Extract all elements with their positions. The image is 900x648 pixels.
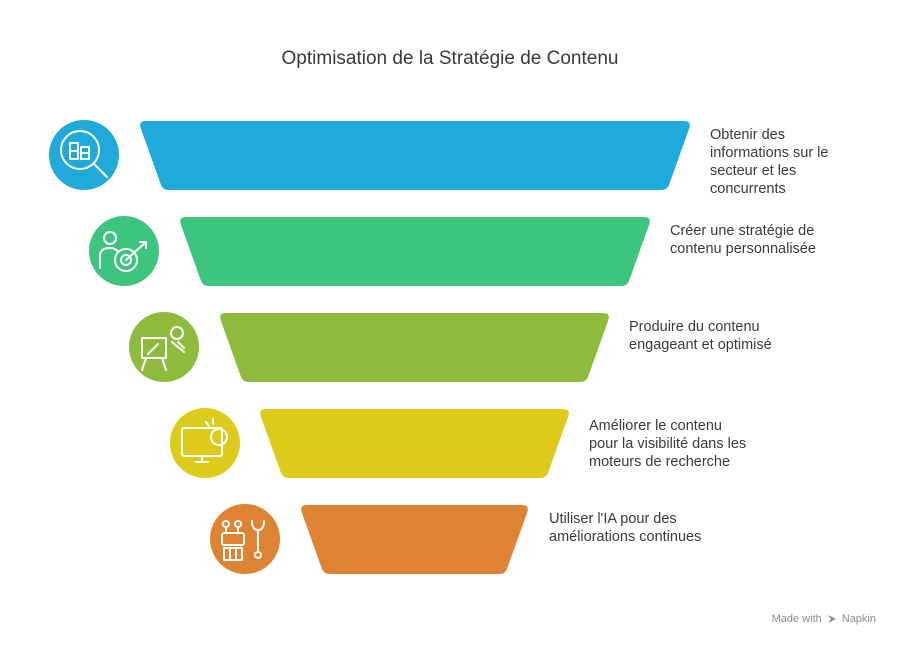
napkin-logo-icon <box>827 615 836 623</box>
stage-5-description: Utiliser l'IA pour des améliorations con… <box>549 511 702 545</box>
watermark-brand: Napkin <box>841 613 876 625</box>
stage-1-description: Obtenir des informations sur le secteur … <box>710 127 829 197</box>
strategy-target-icon <box>89 216 159 286</box>
funnel-band-4 <box>260 409 569 478</box>
funnel-band-5 <box>301 505 528 574</box>
ai-robot-icon <box>210 504 280 574</box>
seo-monitor-icon <box>170 408 240 478</box>
funnel-band-2 <box>180 217 650 286</box>
funnel-band-3 <box>220 313 609 382</box>
funnel-band-1 <box>140 121 690 190</box>
watermark-prefix: Made with <box>771 613 822 625</box>
stage-3-description: Produire du contenu engageant et optimis… <box>629 319 772 353</box>
market-research-icon <box>49 120 119 190</box>
stage-4-description: Améliorer le contenu pour la visibilité … <box>589 418 747 470</box>
content-creation-icon <box>129 312 199 382</box>
page-title: Optimisation de la Stratégie de Contenu <box>281 48 619 69</box>
watermark: Made with Napkin <box>772 613 876 625</box>
stage-2-description: Créer une stratégie de contenu personnal… <box>670 223 816 257</box>
